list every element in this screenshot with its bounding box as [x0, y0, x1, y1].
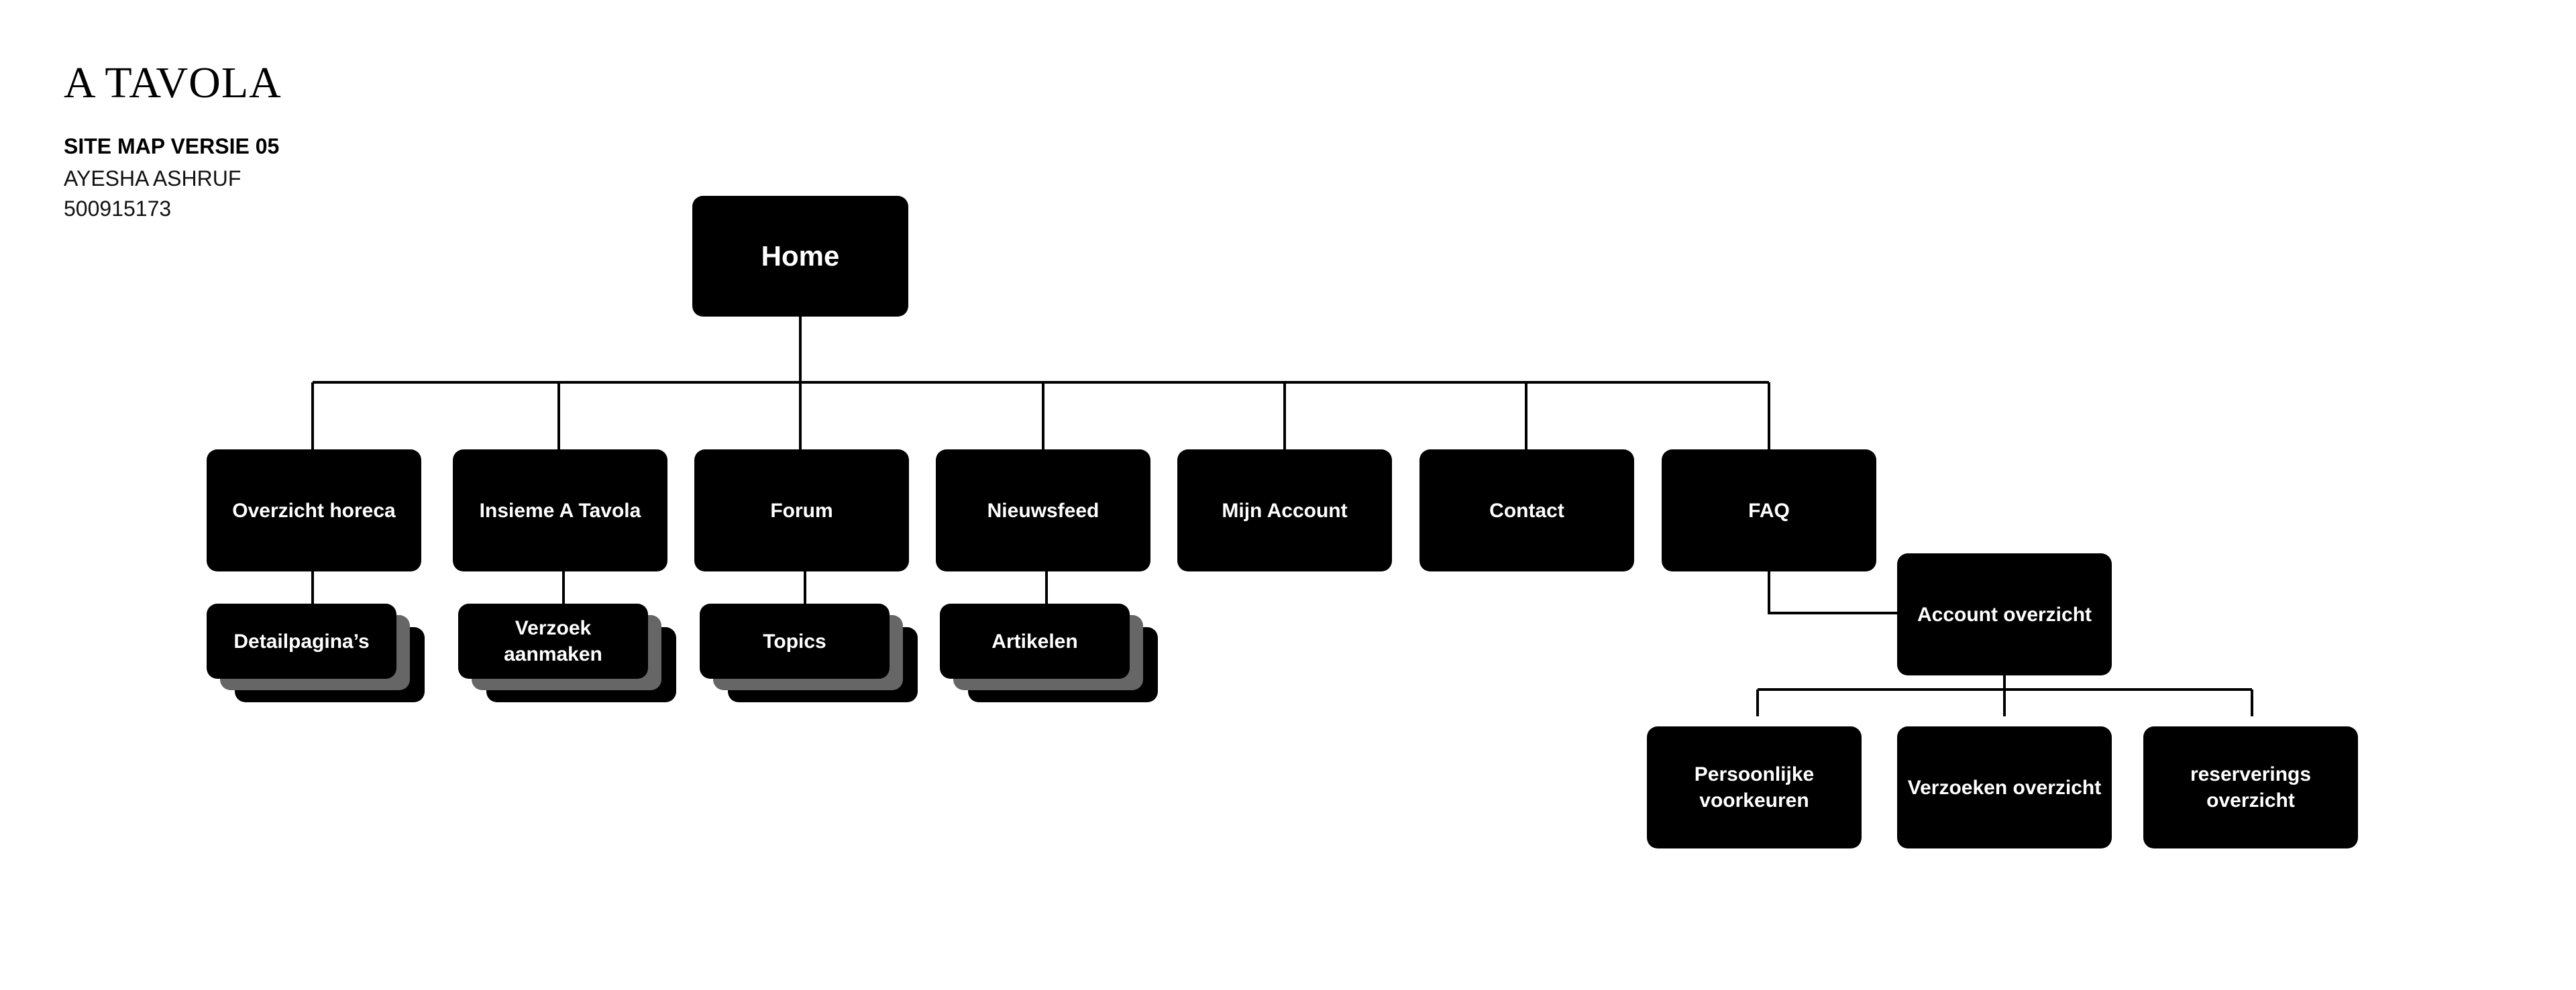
node-topics-label: Topics [763, 630, 826, 653]
node-verzoek-aanmaken-label: Verzoek aanmaken [504, 617, 602, 665]
node-forum: Forum [694, 449, 909, 571]
node-artikelen: Artikelen [940, 604, 1130, 679]
node-overzicht-horeca-label: Overzicht horeca [232, 499, 396, 522]
node-artikelen-label: Artikelen [991, 630, 1078, 653]
node-contact-label: Contact [1489, 499, 1564, 522]
node-insieme-a-tavola: Insieme A Tavola [453, 449, 667, 571]
node-reserverings-overzicht-label: reserverings overzicht [2190, 763, 2312, 812]
node-home-label: Home [761, 239, 840, 272]
node-detailpaginas: Detailpagina’s [207, 604, 396, 679]
node-detailpaginas-label: Detailpagina’s [233, 630, 370, 653]
node-account-overzicht: Account overzicht [1897, 553, 2112, 675]
node-verzoeken-overzicht: Verzoeken overzicht [1897, 726, 2112, 848]
node-persoonlijke-voorkeuren: Persoonlijke voorkeuren [1647, 726, 1862, 848]
node-nieuwsfeed: Nieuwsfeed [936, 449, 1150, 571]
node-overzicht-horeca: Overzicht horeca [207, 449, 421, 571]
node-home: Home [692, 196, 908, 317]
node-insieme-a-tavola-label: Insieme A Tavola [479, 499, 641, 522]
node-topics: Topics [700, 604, 890, 679]
node-faq-label: FAQ [1748, 499, 1790, 522]
node-account-overzicht-label: Account overzicht [1917, 603, 2092, 626]
node-mijn-account-label: Mijn Account [1222, 499, 1348, 522]
connector-faq-account-overzicht [1768, 570, 1897, 614]
diagram-title: A TAVOLA [64, 58, 282, 107]
node-nieuwsfeed-label: Nieuwsfeed [987, 499, 1099, 522]
author-name: AYESHA ASHRUF [64, 166, 241, 190]
student-id: 500915173 [64, 197, 172, 221]
diagram-subtitle: SITE MAP VERSIE 05 [64, 134, 280, 158]
node-forum-label: Forum [770, 499, 833, 522]
node-mijn-account: Mijn Account [1177, 449, 1392, 571]
node-reserverings-overzicht: reserverings overzicht [2143, 726, 2358, 848]
node-verzoeken-overzicht-label: Verzoeken overzicht [1907, 776, 2102, 799]
node-contact: Contact [1419, 449, 1634, 571]
node-faq: FAQ [1662, 449, 1876, 571]
node-verzoek-aanmaken: Verzoek aanmaken [458, 604, 648, 679]
node-persoonlijke-voorkeuren-label: Persoonlijke voorkeuren [1694, 763, 1815, 812]
